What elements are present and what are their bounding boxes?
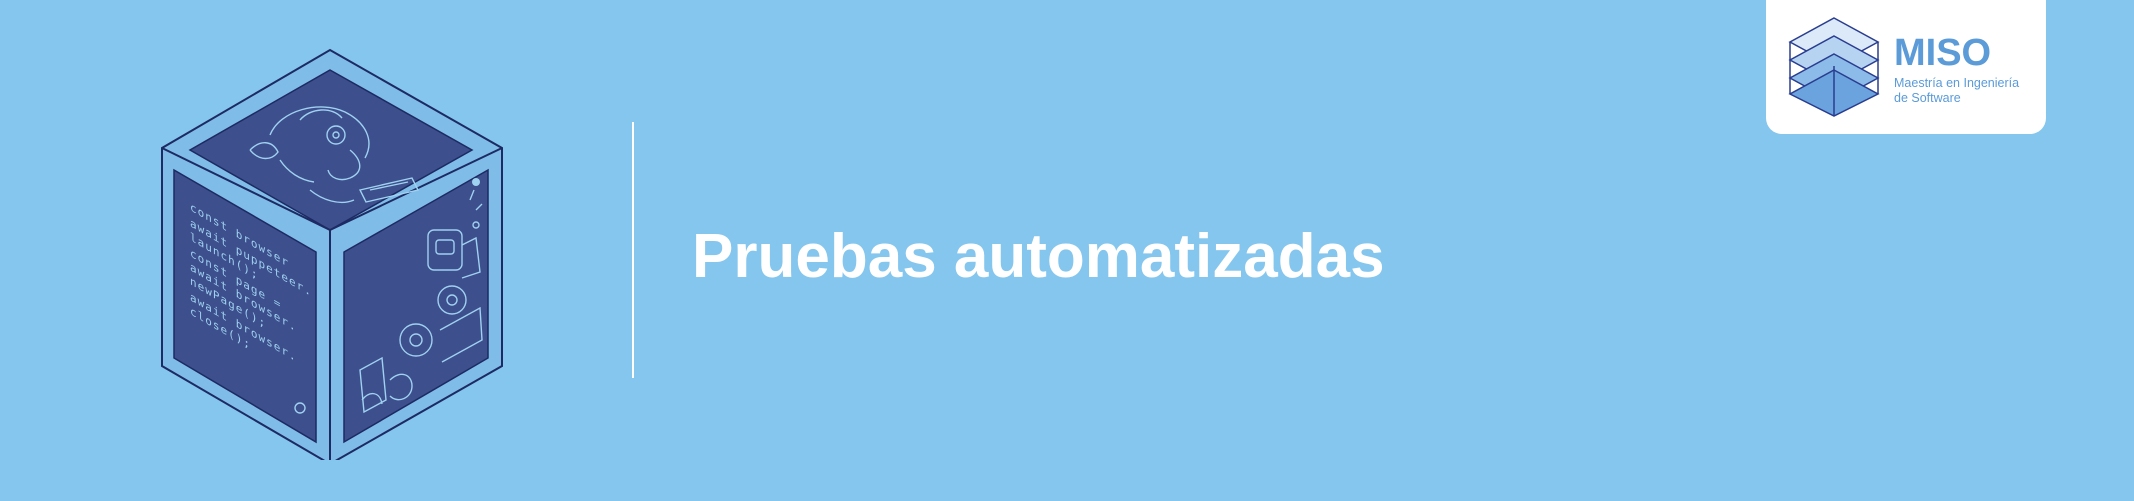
miso-logo-card[interactable]: MISO Maestría en Ingeniería de Software [1766,0,2046,134]
robot-gears-icon [359,189,483,414]
logo-name: MISO [1894,32,1992,74]
cube-left-face [173,168,317,444]
dot-icon [294,402,306,414]
logo-subtitle-line-1: Maestría en Ingeniería [1894,76,2020,90]
face-sketch-icon [249,106,420,204]
logo-subtitle: Maestría en Ingeniería de Software [1894,76,2044,106]
vertical-divider [632,122,634,378]
layers-cube-icon [1786,14,1882,118]
page-title: Pruebas automatizadas [692,222,1385,291]
cube-illustration: const browser await puppeteer. launch();… [150,40,510,460]
logo-subtitle-line-2: de Software [1894,91,1961,105]
cube-right-face [343,168,489,444]
